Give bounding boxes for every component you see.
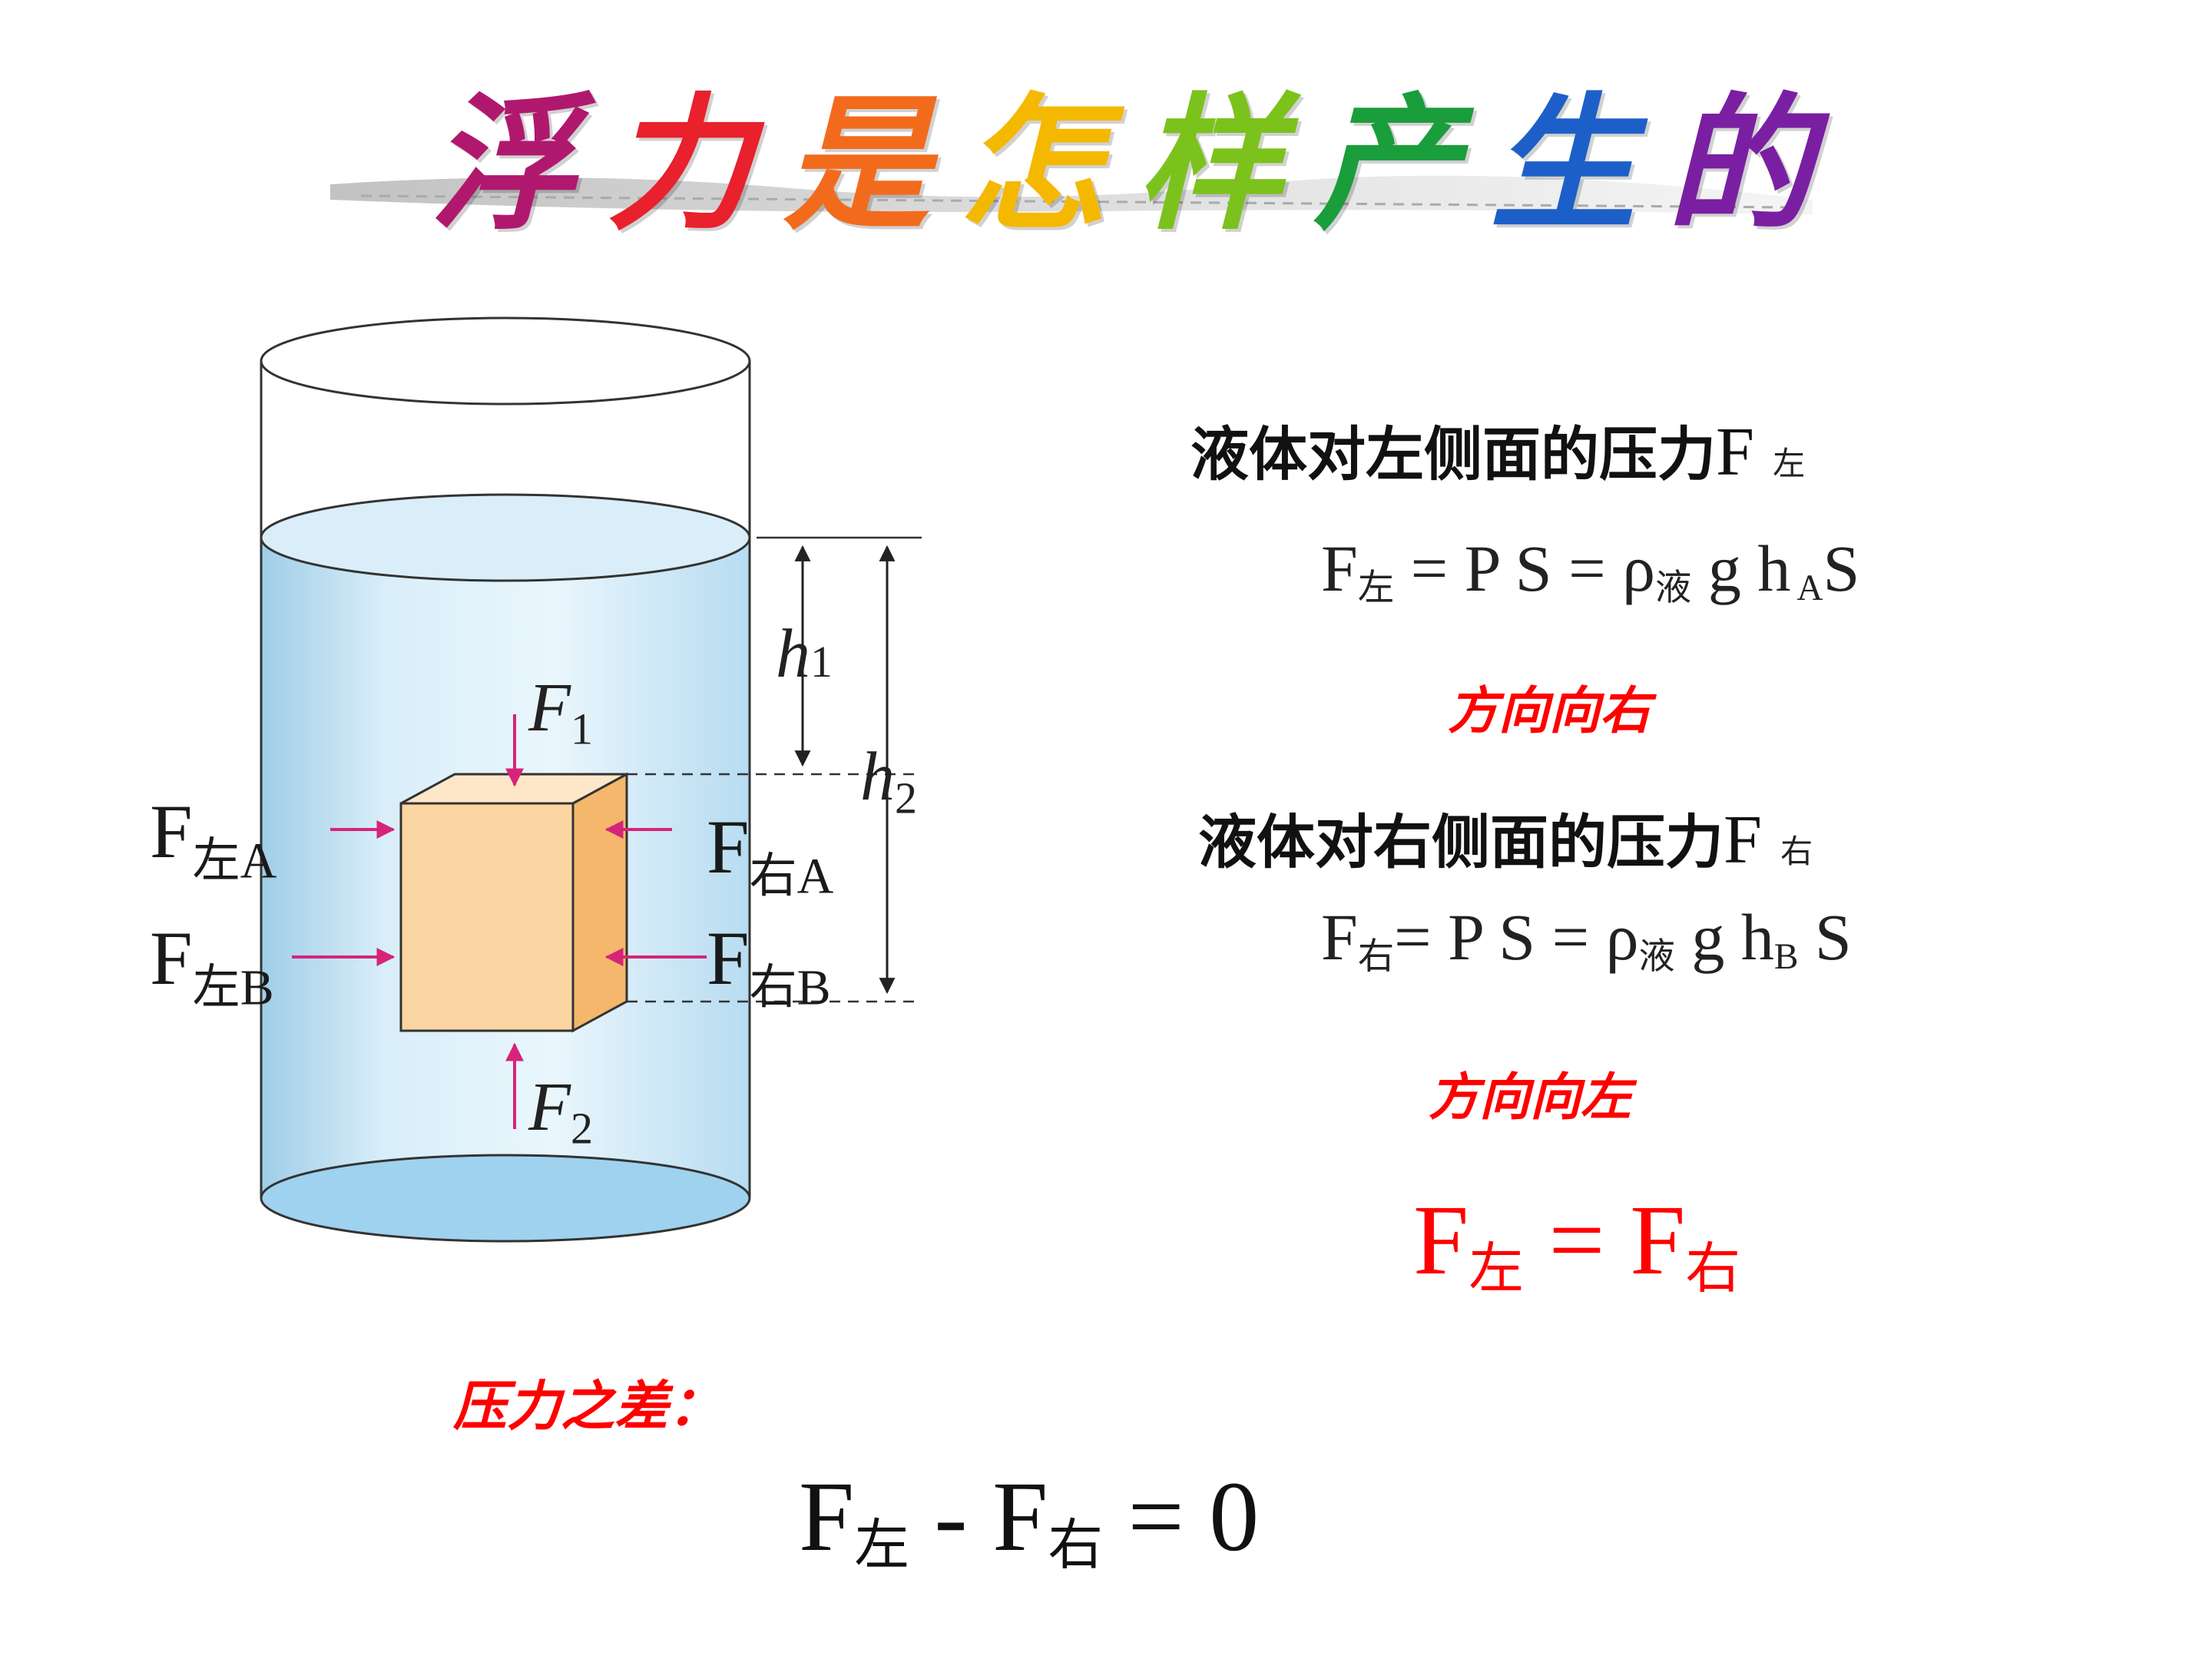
block-side <box>571 772 628 1033</box>
title-char: 是 <box>783 78 930 250</box>
label-h1: h1 <box>776 616 833 692</box>
label-h2: h2 <box>860 739 917 823</box>
title-char: 的 <box>1667 78 1813 250</box>
difference-label: 压力之差： <box>453 1375 722 1438</box>
cylinder-top <box>260 316 751 406</box>
title-char: 样 <box>1137 78 1283 250</box>
left-direction: 方向向右 <box>1448 681 1651 740</box>
page-title: 浮力是怎样产生的 <box>0 0 2212 250</box>
block-front <box>399 802 575 1032</box>
label-F-right-A: F右A <box>707 804 834 905</box>
label-F1: F1 <box>528 670 593 754</box>
title-char: 怎 <box>960 78 1107 250</box>
title-char: 力 <box>607 78 753 250</box>
force-equality: F左 = F右 <box>1413 1185 1740 1300</box>
label-F-left-A: F左A <box>150 789 277 889</box>
right-side-formula: F右= P S = ρ液 g hB S <box>1321 900 1852 978</box>
cylinder-diagram <box>260 316 922 1243</box>
title-char: 浮 <box>430 78 577 250</box>
label-F-right-B: F右B <box>707 916 831 1016</box>
title-char: 生 <box>1490 78 1637 250</box>
right-direction: 方向向左 <box>1429 1068 1631 1127</box>
title-shadow-decoration <box>330 175 1813 215</box>
water-surface <box>260 493 751 582</box>
label-F-left-B: F左B <box>150 916 274 1016</box>
title-char: 产 <box>1313 78 1460 250</box>
cylinder-bottom <box>260 1154 751 1243</box>
difference-formula: F左 - F右 = 0 <box>799 1462 1260 1577</box>
label-F2: F2 <box>528 1069 593 1154</box>
